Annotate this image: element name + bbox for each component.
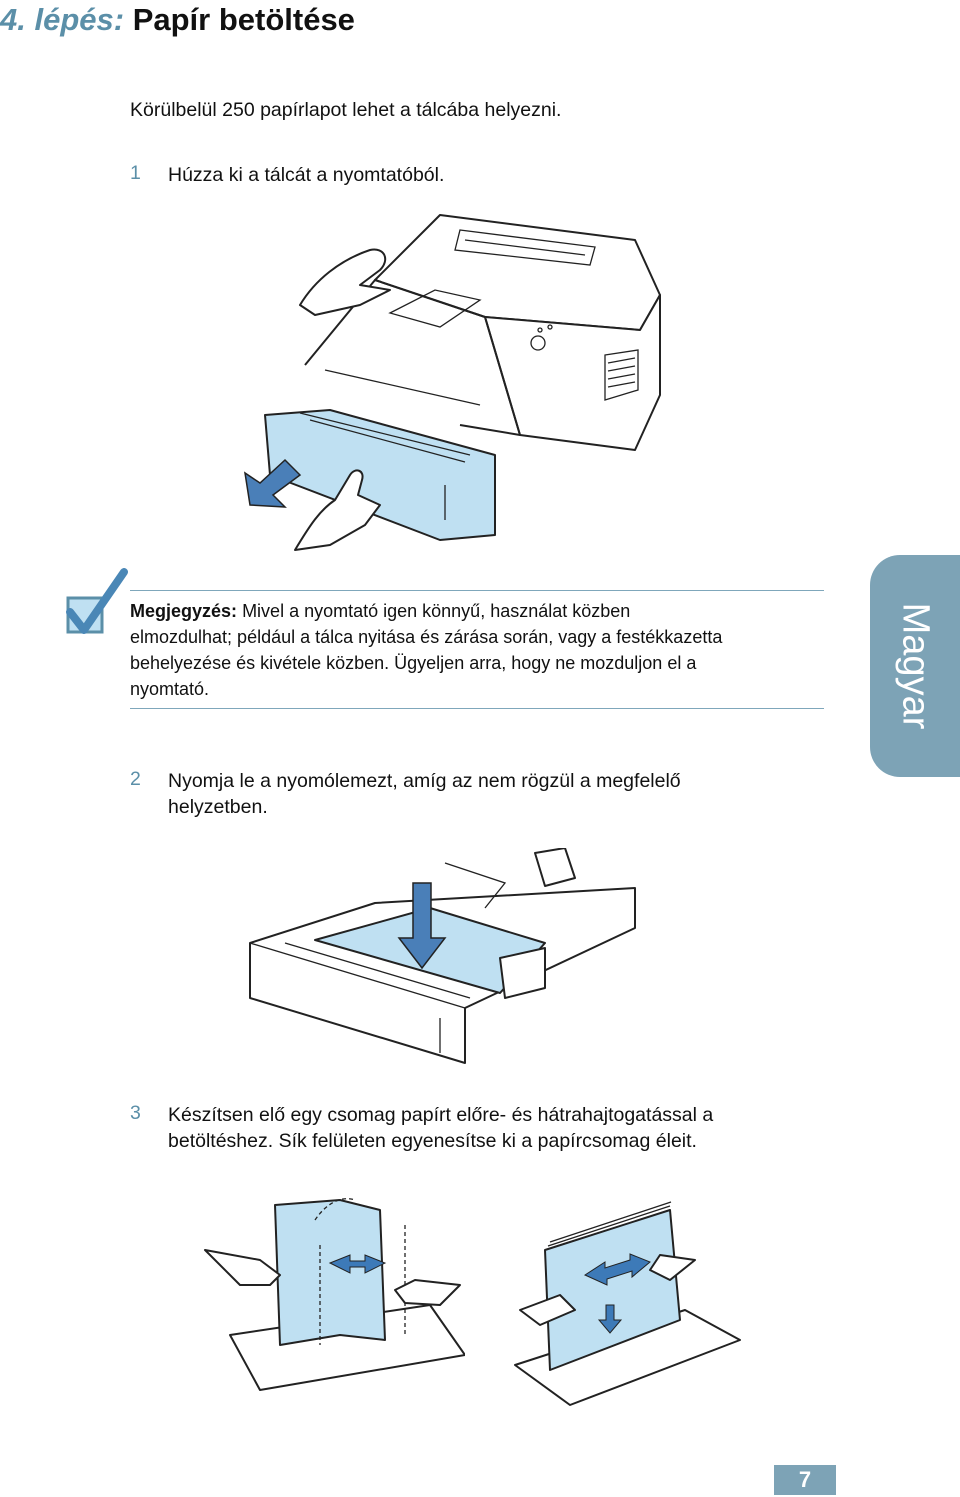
note-line-1: Megjegyzés: Mivel a nyomtató igen könnyű… [130,598,820,624]
note-rule-bottom [130,708,824,709]
hand-top [299,248,391,316]
hand-right-2 [649,1254,696,1281]
note-line-3: behelyezése és kivétele közben. Ügyeljen… [130,653,697,673]
paper-stack-aligned [544,1209,681,1371]
power-button-icon [530,335,546,351]
note-label: Megjegyzés: [130,601,238,621]
printer-tray-illustration [243,214,661,551]
step-2-number: 2 [130,768,141,790]
step-3-line-1: Készítsen elő egy csomag papírt előre- é… [168,1104,714,1126]
vent-grille [604,349,639,401]
arrow-flex-icon-2 [583,1253,651,1286]
note-line-2: elmozdulhat; például a tálca nyitása és … [130,627,723,647]
step-3-number: 3 [130,1102,141,1124]
hand-left-2 [519,1294,576,1326]
step-label: 4. lépés: [0,2,125,37]
hand-left [204,1249,281,1286]
page-title: 4. lépés: Papír betöltése [0,2,355,38]
page-number: 7 [774,1465,836,1495]
paper-flex-illustration [204,1198,465,1391]
arrow-down-icon-2 [597,1304,623,1334]
step-1-text: Húzza ki a tálcát a nyomtatóból. [168,164,445,186]
width-guide [499,947,546,999]
hand-bottom [294,469,381,551]
language-tab: Magyar [870,555,960,777]
paper-align-illustration [514,1201,741,1406]
note-block: Megjegyzés: Mivel a nyomtató igen könnyű… [130,598,820,702]
note-line-4: nyomtató. [130,679,210,699]
intro-text: Körülbelül 250 papírlapot lehet a tálcáb… [130,99,562,121]
note-check-icon [66,568,128,634]
step-3-text: Készítsen elő egy csomag papírt előre- é… [168,1102,713,1154]
note-line-1-text: Mivel a nyomtató igen könnyű, használat … [242,601,631,621]
step-1-number: 1 [130,162,141,184]
arrow-flex-icon [328,1254,387,1274]
paper-stack-flexed [274,1199,386,1346]
step-2-line-1: Nyomja le a nyomólemezt, amíg az nem rög… [168,770,681,792]
arrow-down-icon [397,882,447,970]
step-2-line-2: helyzetben. [168,796,268,818]
length-guide [534,848,576,887]
tray-press-illustration [249,848,636,1064]
step-2-text: Nyomja le a nyomólemezt, amíg az nem rög… [168,768,681,820]
language-tab-label: Magyar [894,602,937,730]
note-rule-top [130,590,824,591]
hand-right [394,1279,461,1306]
title-text: Papír betöltése [132,2,355,37]
step-3-line-2: betöltéshez. Sík felületen egyenesítse k… [168,1130,697,1152]
arrow-pull-icon [243,458,302,508]
